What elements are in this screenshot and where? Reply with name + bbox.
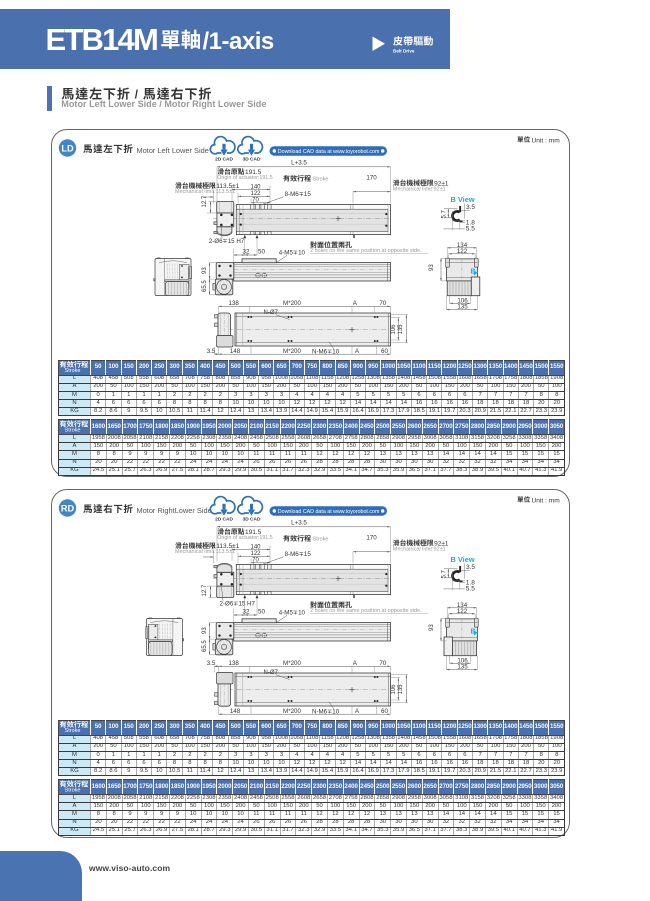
svg-text:Motor Left Lower Side / Motor: Motor Left Lower Side / Motor Right Lowe… [61,99,266,109]
svg-text:/: / [135,89,139,101]
